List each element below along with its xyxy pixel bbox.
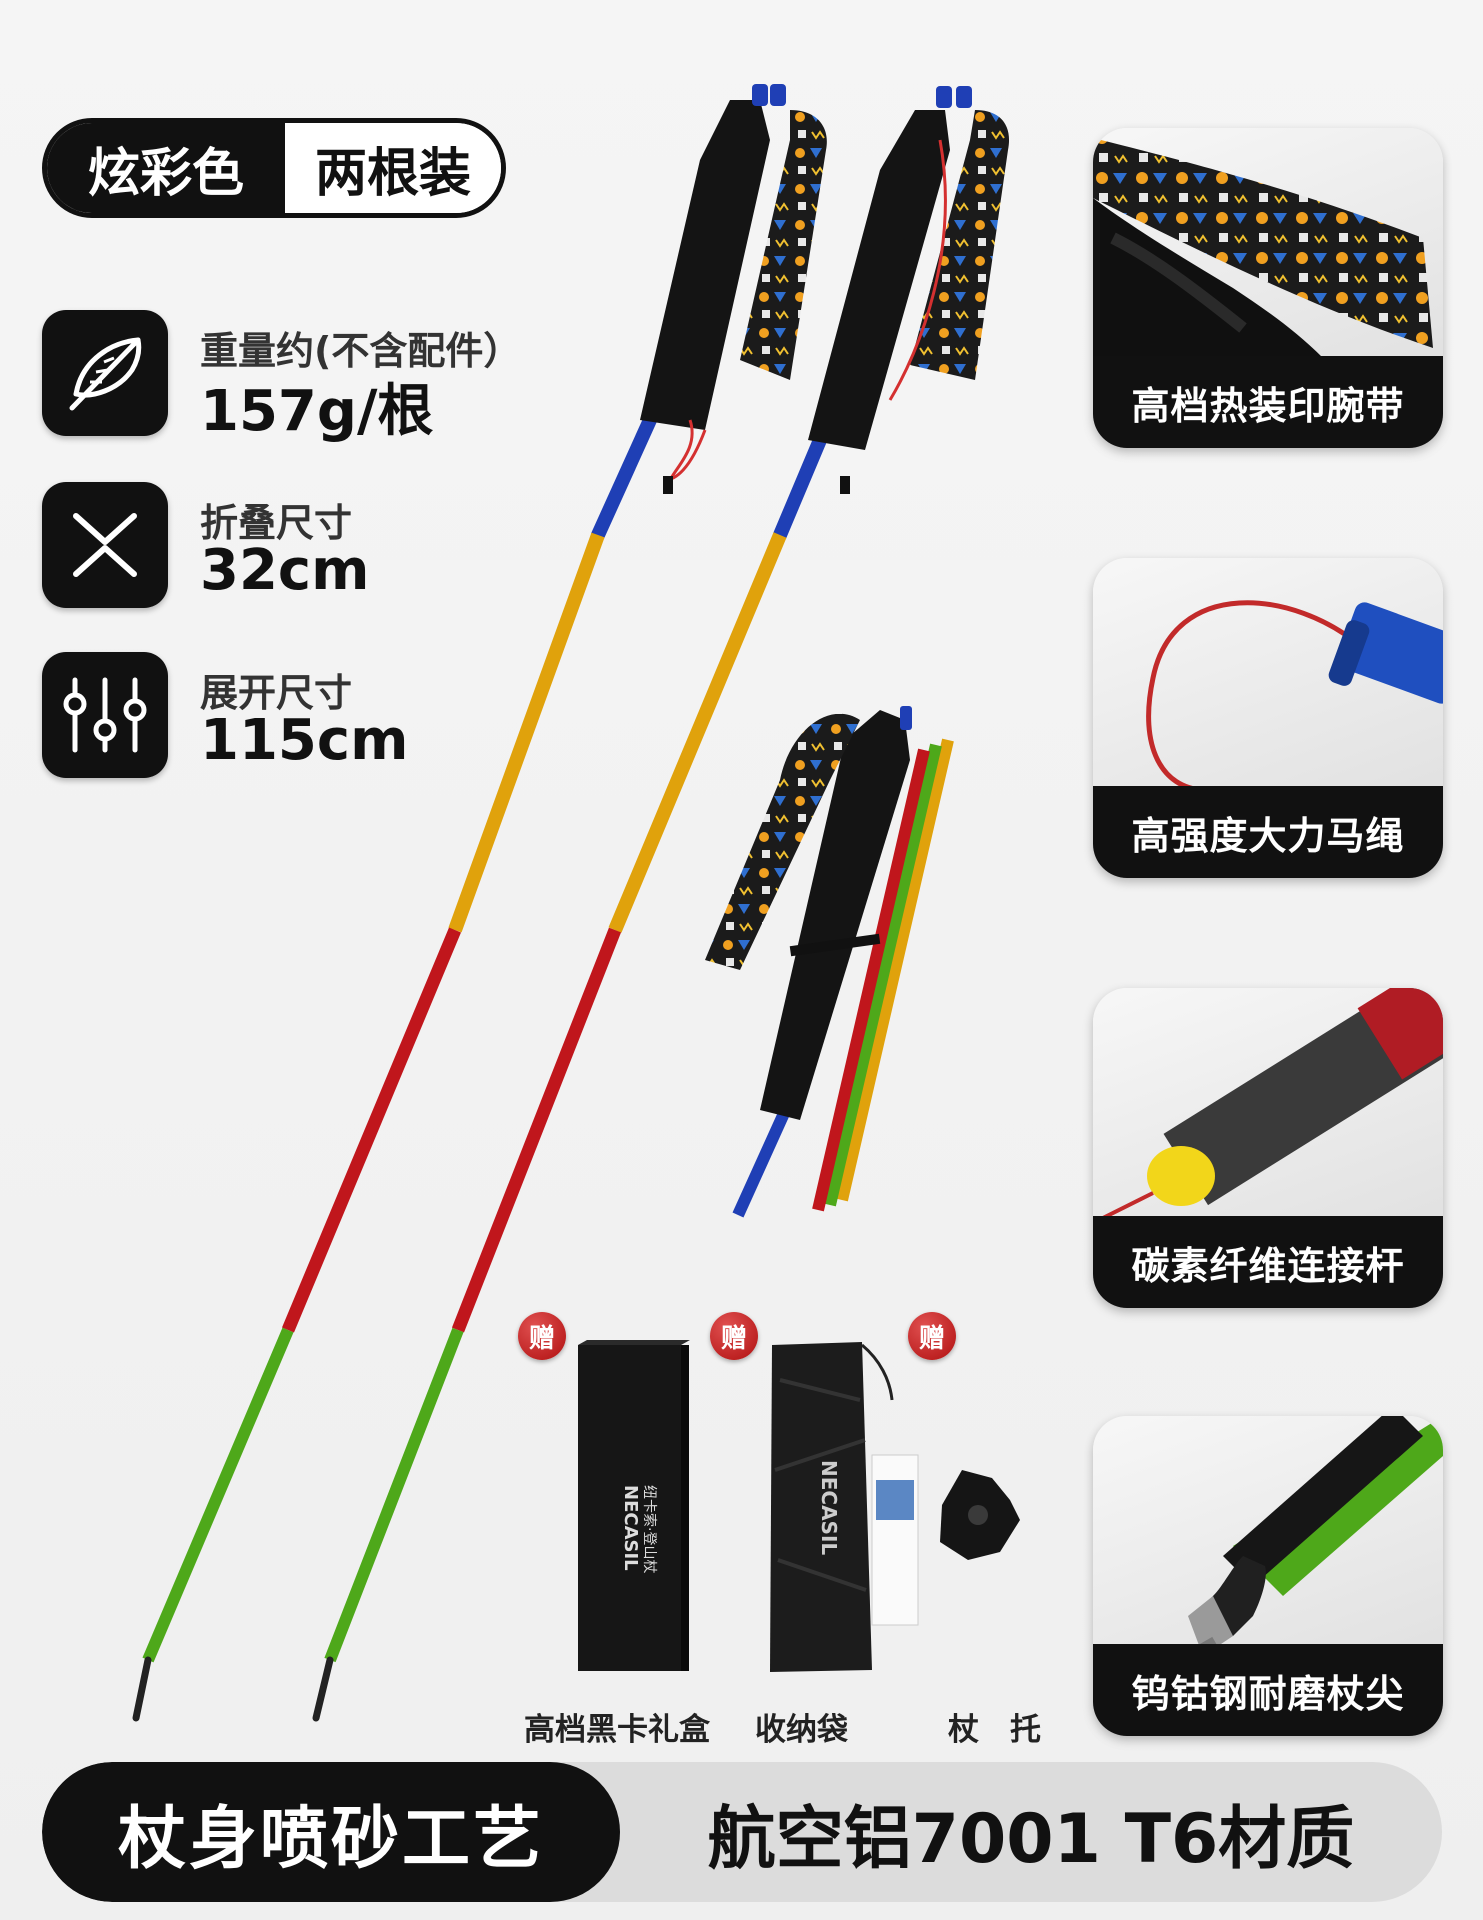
basket-image [940, 1470, 1020, 1560]
trekking-poles-image: NECASIL 纽卡索·登山杖 NECASIL [132, 84, 1020, 1722]
spec-folded-size: 折叠尺寸 32cm [42, 482, 582, 608]
folded-pole [705, 706, 954, 1218]
storage-bag-label: 收纳袋 [755, 1712, 848, 1748]
pack-variant-label: 两根装 [285, 123, 501, 213]
extended-size-label: 展开尺寸 [200, 671, 353, 715]
gift-badge-basket: 赠 [908, 1312, 956, 1360]
folded-size-value: 32cm [200, 538, 370, 603]
sliders-icon [42, 652, 168, 778]
gift-box-label: 高档黑卡礼盒 [524, 1712, 710, 1748]
feather-icon [42, 310, 168, 436]
spec-weight: 重量约(不含配件） 157g/根 [42, 310, 582, 444]
feature-card-carbon: 碳素纤维连接杆 [1093, 988, 1443, 1308]
material-banner: 杖身喷砂工艺 航空铝7001 T6材质 [42, 1762, 1442, 1902]
spec-extended-size: 展开尺寸 115cm [42, 652, 582, 778]
storage-bag-image: NECASIL [770, 1342, 919, 1672]
tungsten-tip-image [1188, 1416, 1443, 1668]
carbon-connector-image [1093, 988, 1443, 1225]
carbon-caption: 碳素纤维连接杆 [1093, 1216, 1443, 1308]
gift-box-logo: NECASIL 纽卡索·登山杖 [620, 1485, 658, 1573]
gift-box-image: NECASIL 纽卡索·登山杖 [578, 1340, 690, 1671]
rope-caption: 高强度大力马绳 [1093, 786, 1443, 878]
basket-label: 杖 托 [948, 1712, 1041, 1748]
tip-caption: 钨钴钢耐磨杖尖 [1093, 1644, 1443, 1736]
wrist-strap-image [1093, 138, 1433, 358]
svg-text:NECASIL: NECASIL [620, 1485, 641, 1571]
weight-value: 157g/根 [200, 379, 434, 444]
feature-card-wrist-strap: 高档热装印腕带 [1093, 128, 1443, 448]
wrist-strap-caption: 高档热装印腕带 [1093, 356, 1443, 448]
color-variant-label: 炫彩色 [47, 123, 285, 213]
gift-badge-bag: 赠 [710, 1312, 758, 1360]
gift-badge-box: 赠 [518, 1312, 566, 1360]
process-label: 杖身喷砂工艺 [42, 1762, 620, 1902]
pole-left [132, 84, 827, 1722]
material-label: 航空铝7001 T6材质 [707, 1799, 1355, 1879]
svg-text:NECASIL: NECASIL [817, 1460, 841, 1555]
folded-size-label: 折叠尺寸 [200, 501, 353, 545]
feature-card-rope: 高强度大力马绳 [1093, 558, 1443, 878]
svg-text:纽卡索·登山杖: 纽卡索·登山杖 [641, 1485, 658, 1573]
extended-size-value: 115cm [200, 708, 409, 773]
variant-pill: 炫彩色 两根装 [42, 118, 506, 218]
pole-right [312, 86, 1010, 1722]
rope-image [1146, 600, 1443, 793]
fold-arrows-icon [42, 482, 168, 608]
weight-label: 重量约(不含配件） [200, 329, 522, 373]
feature-card-tip: 钨钴钢耐磨杖尖 [1093, 1416, 1443, 1736]
